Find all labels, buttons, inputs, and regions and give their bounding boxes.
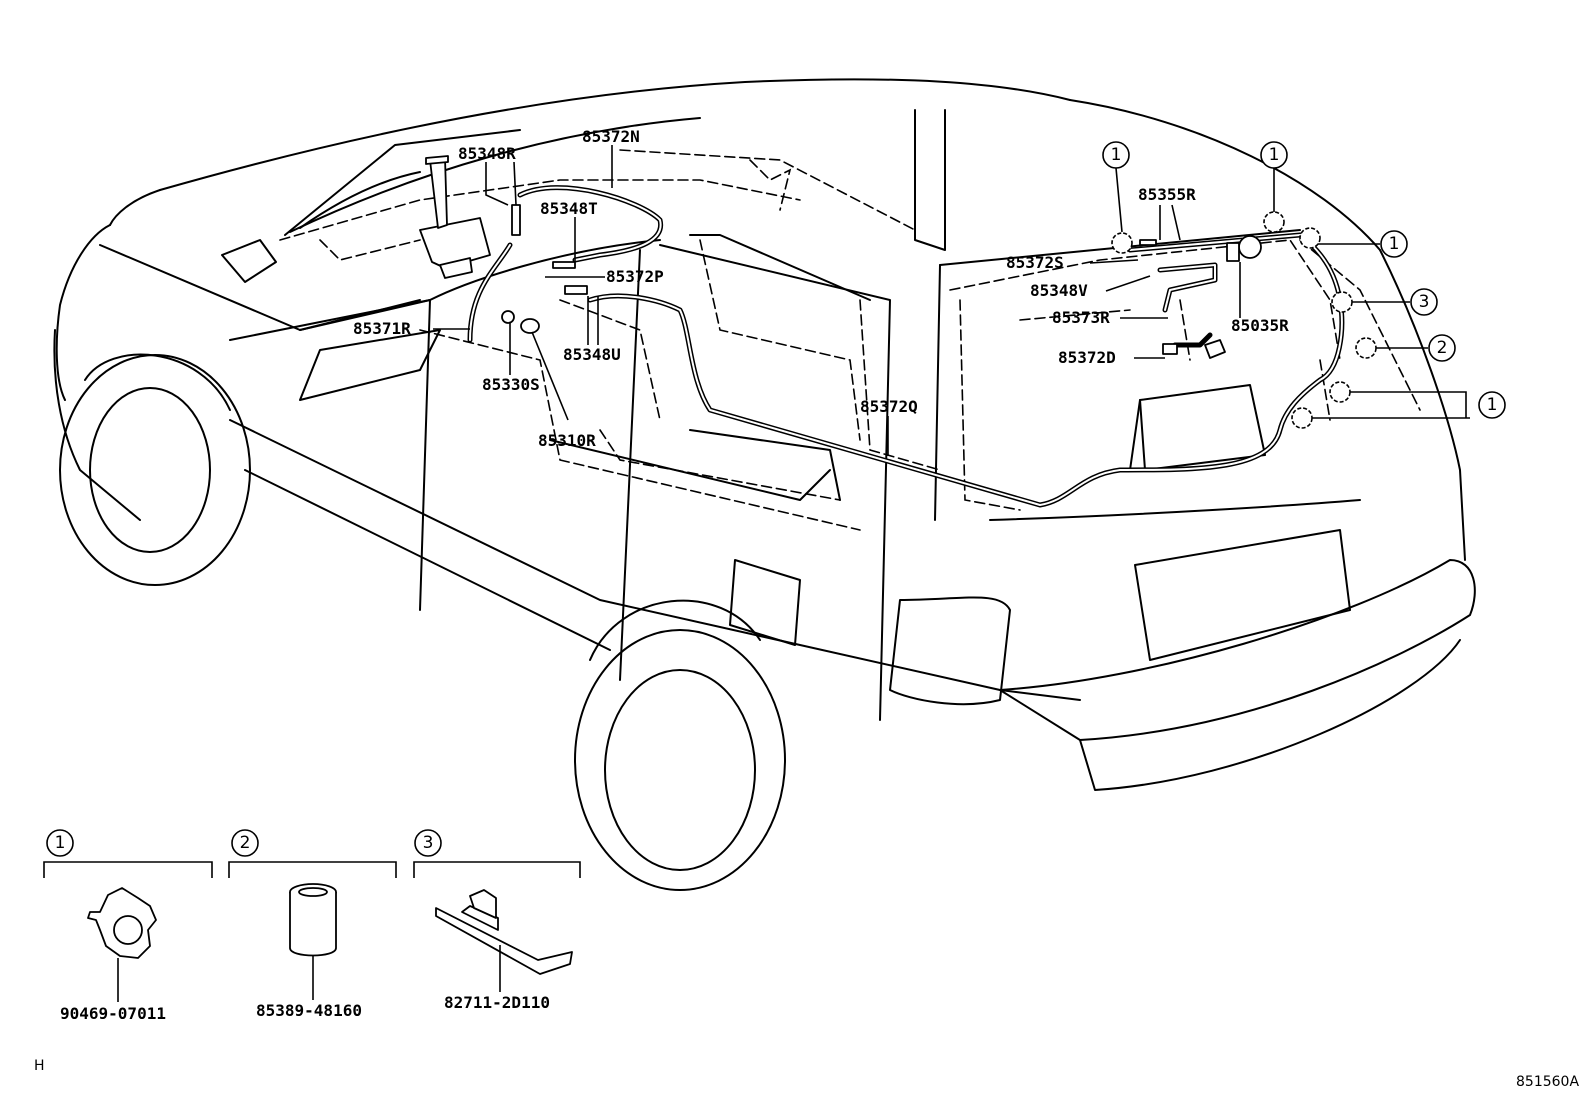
diagram-id: 851560A (1516, 1074, 1579, 1090)
hidden-lines (279, 149, 1421, 531)
part-labels: 85348R 85372N 85348T 85372P 85371R 85348… (353, 127, 1289, 450)
label-85373R: 85373R (1052, 308, 1110, 327)
label-85035R: 85035R (1231, 316, 1289, 335)
leader-lines (433, 145, 1470, 456)
part-82711-2D110: 82711-2D110 (444, 993, 550, 1012)
label-85310R: 85310R (538, 431, 596, 450)
callout-2: 2 (1437, 338, 1448, 358)
callout-1-d: 1 (1487, 395, 1498, 415)
label-85372P: 85372P (606, 267, 664, 286)
label-85348R: 85348R (458, 144, 516, 163)
callout-3: 3 (1419, 292, 1430, 312)
label-85372D: 85372D (1058, 348, 1116, 367)
inset-2-number: 2 (240, 833, 251, 853)
label-85355R: 85355R (1138, 185, 1196, 204)
label-85348V: 85348V (1030, 281, 1088, 300)
label-85348U: 85348U (563, 345, 621, 364)
part-90469-07011: 90469-07011 (60, 1004, 166, 1023)
washer-tank (419, 155, 491, 279)
inset-1-number: 1 (55, 833, 66, 853)
detail-inset-1: 1 90469-07011 (43, 829, 213, 1023)
vehicle-callouts: 1 1 1 3 2 1 (1102, 141, 1506, 419)
inset-3-number: 3 (423, 833, 434, 853)
washer-hose (467, 185, 1345, 508)
callout-1-c: 1 (1389, 234, 1400, 254)
label-85371R: 85371R (353, 319, 411, 338)
label-85348T: 85348T (540, 199, 598, 218)
callout-1-b: 1 (1269, 145, 1280, 165)
clamp-locations (1111, 211, 1377, 429)
part-85389-48160: 85389-48160 (256, 1001, 362, 1020)
joints (501, 204, 1262, 359)
corner-code-left: H (34, 1058, 45, 1074)
vehicle-body (53, 78, 1476, 891)
label-85330S: 85330S (482, 375, 540, 394)
detail-inset-2: 2 85389-48160 (228, 829, 397, 1020)
label-85372N: 85372N (582, 127, 640, 146)
callout-1-a: 1 (1111, 145, 1122, 165)
detail-inset-3: 3 82711-2D110 (413, 829, 581, 1012)
label-85372Q: 85372Q (860, 397, 918, 416)
label-85372S: 85372S (1006, 253, 1064, 272)
